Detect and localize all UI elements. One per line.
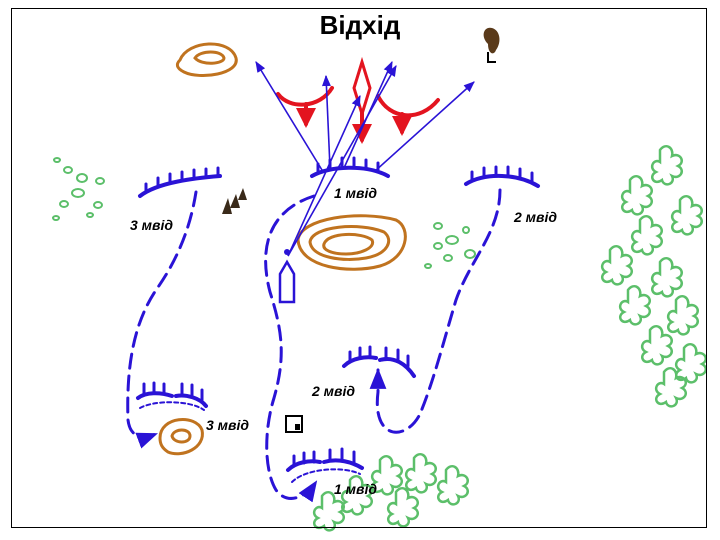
enemy-attack-arrows — [276, 56, 440, 144]
hill-bottom-left — [158, 418, 204, 456]
enemy-arc-left — [276, 86, 334, 107]
tree-icon — [483, 27, 500, 63]
route-platoon2 — [369, 188, 502, 434]
position-platoon2-bottom — [342, 345, 416, 378]
label-platoon1-bottom: 1 мвід — [334, 481, 377, 497]
position-platoon3-bottom — [136, 381, 208, 411]
forest-right — [600, 145, 707, 408]
hill-top-left — [175, 42, 238, 77]
position-platoon3-top — [138, 166, 222, 198]
label-platoon1-top: 1 мвід — [334, 185, 377, 201]
shrubs-left — [52, 157, 105, 221]
movement-routes — [126, 188, 502, 503]
route-platoon3 — [126, 190, 198, 449]
route-platoon1 — [264, 194, 318, 503]
shrubs-center — [424, 222, 476, 269]
withdrawal-arrows — [255, 60, 475, 257]
enemy-arc-right — [376, 94, 440, 118]
enemy-rhombus — [352, 56, 372, 120]
position-platoon2-top — [464, 165, 540, 188]
rocks-icon — [222, 188, 247, 214]
page-title: Відхід — [319, 10, 401, 40]
label-platoon2-bottom: 2 мвід — [311, 383, 355, 399]
position-platoon1-top — [310, 156, 390, 178]
hill-center — [296, 214, 407, 271]
label-platoon2-top: 2 мвід — [513, 209, 557, 225]
building-icon — [285, 415, 303, 433]
label-platoon3-bottom: 3 мвід — [206, 417, 249, 433]
position-platoon1-bottom — [286, 447, 364, 483]
forest-bottom — [312, 453, 469, 532]
label-platoon3-top: 3 мвід — [130, 217, 173, 233]
vehicle-icon — [278, 249, 296, 304]
